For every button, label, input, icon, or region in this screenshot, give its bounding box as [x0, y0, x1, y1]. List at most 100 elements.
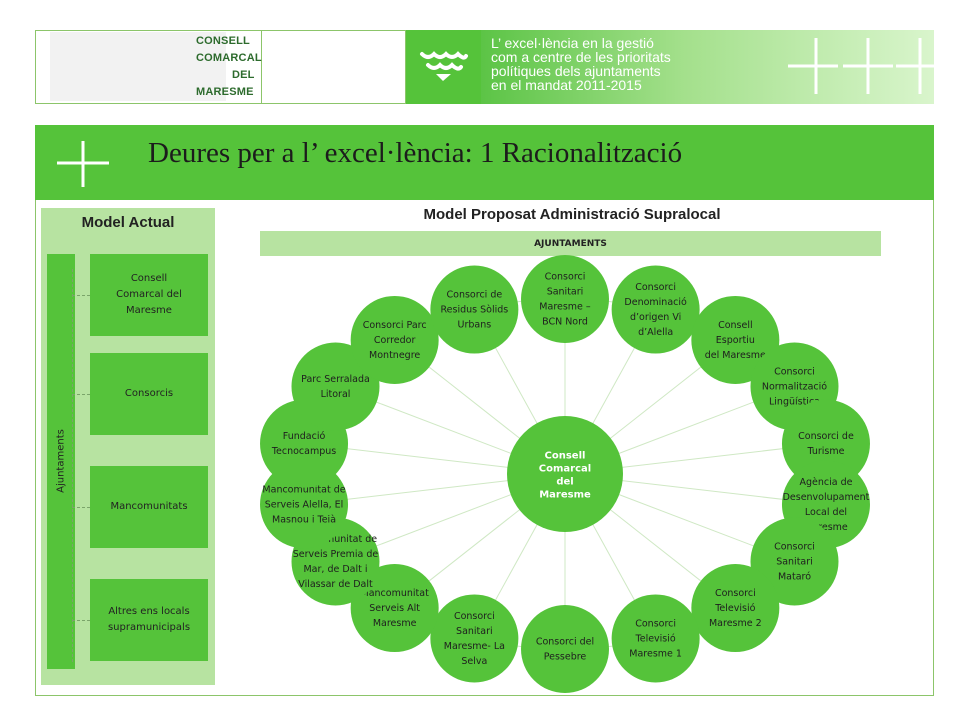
tagline-banner: L’ excel·lència en la gestió com a centr…: [481, 30, 934, 104]
node-label-line: Agència de: [799, 477, 852, 488]
center-label-line: del: [556, 477, 573, 488]
node-circle: [521, 605, 609, 693]
node-label-line: Esportiu: [716, 335, 755, 346]
node-label-line: Mancomunitat: [361, 588, 430, 599]
center-circle: [507, 416, 623, 532]
node-label-line: Mancomunitat de: [294, 534, 377, 545]
node-label-line: Maresme: [373, 618, 417, 629]
current-model-panel: Model Actual Ajuntaments Consell Comarca…: [41, 208, 215, 685]
tagline-line-1: L’ excel·lència en la gestió: [491, 35, 654, 51]
tree-branch: [72, 507, 90, 508]
node-label-line: Turisme: [806, 446, 844, 457]
model-box-consell: Consell Comarcal del Maresme: [90, 254, 208, 336]
node-label-line: Consorci: [774, 367, 815, 378]
node-label-line: Tecnocampus: [271, 446, 336, 457]
logo-line-3: DEL: [232, 69, 255, 81]
node-label-line: Denominació: [624, 297, 687, 308]
node-label-line: Fundació: [283, 431, 326, 442]
node-label-line: Consorci: [454, 611, 495, 622]
ajuntaments-vertical-bar: [47, 254, 75, 669]
header-spacer: [262, 30, 406, 104]
node-label-line: Televisió: [635, 633, 676, 644]
node-label-line: Consorci de: [447, 290, 503, 301]
proposed-model-title: Model Proposat Administració Supralocal: [423, 206, 721, 223]
node-label-line: Consorci Parc: [363, 320, 427, 331]
center-label-line: Maresme: [539, 490, 591, 501]
node-label-line: Televisió: [714, 603, 755, 614]
node-label-line: Normalització: [762, 382, 827, 393]
node-circle: [691, 295, 780, 384]
node-label-line: Urbans: [458, 320, 492, 331]
content-frame: [35, 200, 934, 696]
node-circle: [781, 399, 870, 488]
node-label-line: Consorci: [635, 618, 676, 629]
node-circle: [611, 594, 700, 683]
node-label-line: Mancomunitat de: [262, 484, 345, 495]
node-label-line: Serveis Alella, El: [265, 499, 344, 510]
node-circle: [260, 460, 349, 549]
node-circle: [611, 265, 700, 354]
page-title: Deures per a l’ excel·lència: 1 Racional…: [148, 137, 683, 169]
node-label-line: Maresme: [804, 522, 848, 533]
node-label-line: Maresme 1: [629, 648, 682, 659]
model-box-altres: Altres ens locals supramunicipals: [90, 579, 208, 661]
node-label-line: Local del: [805, 507, 847, 518]
node-label-line: Masnou i Teià: [272, 514, 336, 525]
node-label-line: BCN Nord: [542, 317, 588, 328]
node-circle: [291, 342, 380, 431]
tree-branch: [72, 620, 90, 621]
node-circle: [430, 265, 519, 354]
node-label-line: Sanitari: [456, 626, 493, 637]
node-label-line: Mar, de Dalt i: [303, 564, 367, 575]
center-label-line: Comarcal: [539, 464, 591, 475]
node-label-line: Residus Sòlids: [440, 305, 508, 316]
logo: CONSELL COMARCAL DEL MARESME: [35, 30, 262, 104]
tree-branch: [72, 394, 90, 395]
node-label-line: Selva: [461, 656, 487, 667]
logo-background: [50, 32, 226, 101]
logo-line-1: CONSELL: [196, 35, 250, 47]
node-label-line: Consell: [718, 320, 753, 331]
node-label-line: Vilassar de Dalt: [298, 579, 373, 590]
node-circle: [750, 517, 839, 606]
plus-icon: [57, 141, 109, 187]
tree-connector: [72, 269, 73, 662]
node-label: Mancomunitat de Serveis Alella, El Masnou …: [262, 484, 345, 525]
node-label-line: Litoral: [321, 389, 351, 400]
node-label-line: Consorci: [774, 542, 815, 553]
node-label-line: Consorci: [545, 272, 586, 283]
tagline-line-3: polítiques dels ajuntaments: [491, 63, 661, 79]
node-label-line: Mataró: [778, 572, 811, 583]
satellite-node: Mancomunitat de Serveis Alella, El Masnou …: [260, 460, 349, 549]
node-label-line: Parc Serralada: [301, 374, 370, 385]
model-box-consorcis: Consorcis: [90, 353, 208, 435]
node-label-line: Maresme- La: [444, 641, 505, 652]
node-label-line: d’origen Vi: [630, 312, 681, 323]
logo-line-4: MARESME: [196, 86, 254, 98]
tagline: L’ excel·lència en la gestió com a centr…: [491, 36, 761, 92]
node-label-line: Serveis Alt: [369, 603, 420, 614]
